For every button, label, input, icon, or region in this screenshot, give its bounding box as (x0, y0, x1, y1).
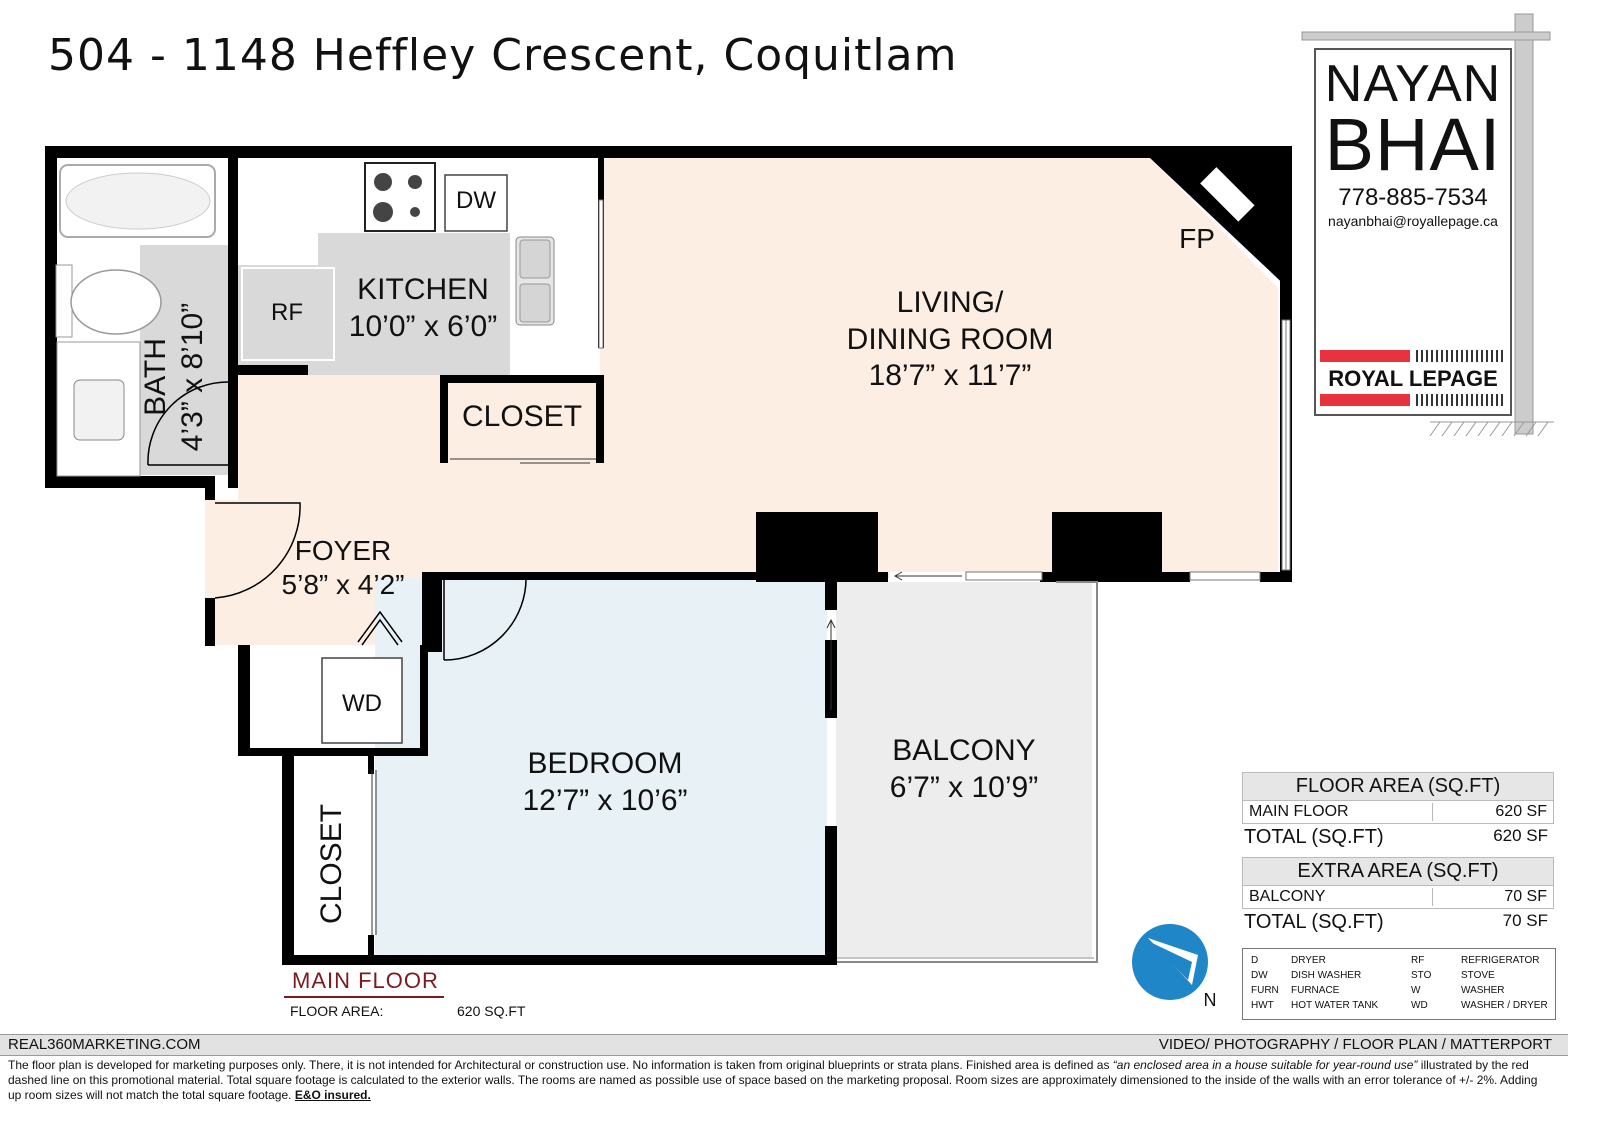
sign-post (1301, 13, 1551, 435)
agent-first-name: NAYAN (1324, 55, 1502, 113)
legend-desc: FURNACE (1291, 985, 1340, 996)
footer-website-link[interactable]: REAL360MARKETING.COM (8, 1036, 201, 1053)
floor-area-value: 620 SQ.FT (457, 1003, 526, 1019)
balcony-size: 6’7” x 10’9” (889, 770, 1039, 804)
table-row: MAIN FLOOR 620 SF (1242, 801, 1554, 824)
floor-area-total: TOTAL (SQ.FT) 620 SF (1242, 824, 1554, 853)
fireplace-label: FP (1179, 223, 1215, 254)
kitchen-size: 10’0” x 6’0” (348, 309, 498, 343)
legend-code: WD (1411, 1000, 1428, 1011)
footer-bar: REAL360MARKETING.COM VIDEO/ PHOTOGRAPHY … (0, 1034, 1568, 1056)
legend-code: STO (1411, 970, 1432, 981)
footer-services: VIDEO/ PHOTOGRAPHY / FLOOR PLAN / MATTER… (1158, 1036, 1552, 1053)
fireplace-insert (1198, 165, 1256, 223)
legend-code: RF (1411, 955, 1425, 966)
sliding-door-arrows (371, 458, 962, 935)
legend-desc: WASHER / DRYER (1461, 1000, 1548, 1011)
extra-area-table: EXTRA AREA (SQ.FT) BALCONY 70 SF TOTAL (… (1242, 857, 1554, 938)
closet-bedroom-label: CLOSET (315, 803, 348, 924)
row-value: 70 SF (1432, 888, 1547, 906)
living-room-label: LIVING/ DINING ROOM 18’7” x 11’7” (820, 285, 1080, 395)
disclaimer-text-1: The floor plan is developed for marketin… (8, 1058, 1113, 1072)
bedroom-area (375, 578, 827, 955)
bedroom-size: 12’7” x 10’6” (522, 783, 688, 817)
bath-name: BATH (139, 338, 172, 416)
washer-dryer (321, 657, 403, 744)
living-name-line1: LIVING/ (896, 286, 1004, 319)
bedroom-label: BEDROOM 12’7” x 10’6” (500, 746, 710, 819)
legend-desc: HOT WATER TANK (1291, 1000, 1379, 1011)
floor-area-label: FLOOR AREA: (290, 1003, 384, 1019)
floor-area-header: FLOOR AREA (SQ.FT) (1242, 772, 1554, 801)
walls (45, 146, 1292, 965)
north-label: N (1203, 990, 1217, 1010)
legend-code: W (1411, 985, 1421, 996)
legend-desc: STOVE (1461, 970, 1495, 981)
legend-code: FURN (1251, 985, 1279, 996)
refrigerator-label: RF (271, 299, 303, 326)
floor-area-table: FLOOR AREA (SQ.FT) MAIN FLOOR 620 SF TOT… (1242, 772, 1554, 853)
foyer-size: 5’8” x 4’2” (281, 569, 405, 601)
bath-label: BATH 4’3” x 8’10” (138, 292, 209, 462)
balcony-area (836, 582, 1092, 957)
disclaimer-quote: “an enclosed area in a house suitable fo… (1112, 1058, 1418, 1072)
agent-last-name: BHAI (1324, 103, 1502, 186)
table-row: BALCONY 70 SF (1242, 886, 1554, 909)
kitchen-name: KITCHEN (357, 273, 489, 306)
abbreviation-legend: D DRYER DW DISH WASHER FURN FURNACE HWT … (1242, 948, 1556, 1020)
balcony-railing (837, 581, 1098, 963)
closet-top-label: CLOSET (461, 400, 583, 433)
agent-sign: NAYAN BHAI 778-885-7534 nayanbhai@royall… (1314, 48, 1512, 416)
row-label: BALCONY (1249, 888, 1326, 905)
foyer-label: FOYER 5’8” x 4’2” (268, 534, 418, 602)
legend-desc: REFRIGERATOR (1461, 955, 1540, 966)
washer-dryer-label: WD (342, 690, 382, 717)
extra-area-header: EXTRA AREA (SQ.FT) (1242, 857, 1554, 886)
total-value: 620 SF (1493, 826, 1548, 845)
brand-logo-icon (1320, 350, 1503, 406)
legend-code: DW (1251, 970, 1268, 981)
page-title: 504 - 1148 Heffley Crescent, Coquitlam (48, 30, 958, 81)
bath-fixtures (55, 164, 216, 477)
bedroom-name: BEDROOM (527, 747, 683, 780)
legend-code: D (1251, 955, 1259, 966)
total-label: TOTAL (SQ.FT) (1244, 911, 1384, 933)
agent-phone: 778-885-7534 (1338, 184, 1488, 211)
total-label: TOTAL (SQ.FT) (1244, 826, 1384, 848)
brand-name: ROYAL LEPAGE (1328, 366, 1498, 391)
kitchen-label: KITCHEN 10’0” x 6’0” (330, 272, 516, 345)
fireplace (1150, 158, 1292, 292)
legend-code: HWT (1251, 1000, 1274, 1011)
floor-title-underline (284, 996, 444, 998)
disclaimer-text-2: illustrated by the red dashed line on th… (8, 1058, 1538, 1102)
extra-area-total: TOTAL (SQ.FT) 70 SF (1242, 909, 1554, 938)
disclaimer: The floor plan is developed for marketin… (8, 1058, 1553, 1103)
legend-desc: DRYER (1291, 955, 1326, 966)
total-value: 70 SF (1502, 911, 1548, 930)
disclaimer-eo: E&O insured. (294, 1088, 371, 1102)
bath-floor (140, 245, 235, 475)
balcony-name: BALCONY (892, 734, 1036, 767)
legend-desc: DISH WASHER (1291, 970, 1362, 981)
agent-email: nayanbhai@royallepage.ca (1328, 213, 1498, 229)
living-name-line2: DINING ROOM (846, 322, 1054, 356)
kitchen-fixtures (241, 162, 555, 361)
balcony-label: BALCONY 6’7” x 10’9” (866, 733, 1062, 806)
door-swings (147, 381, 527, 661)
sign-ground (1429, 421, 1554, 437)
dishwasher-label: DW (456, 187, 496, 214)
row-label: MAIN FLOOR (1249, 803, 1349, 820)
north-compass-icon (1132, 924, 1208, 1000)
legend-desc: WASHER (1461, 985, 1505, 996)
living-dining-area (212, 158, 1278, 645)
bath-size: 4’3” x 8’10” (175, 302, 209, 452)
foyer-area (205, 500, 430, 645)
living-size: 18’7” x 11’7” (868, 359, 1032, 393)
row-value: 620 SF (1432, 803, 1547, 821)
bifold-door (357, 610, 403, 643)
floor-title: MAIN FLOOR (292, 968, 439, 993)
foyer-name: FOYER (294, 535, 392, 566)
